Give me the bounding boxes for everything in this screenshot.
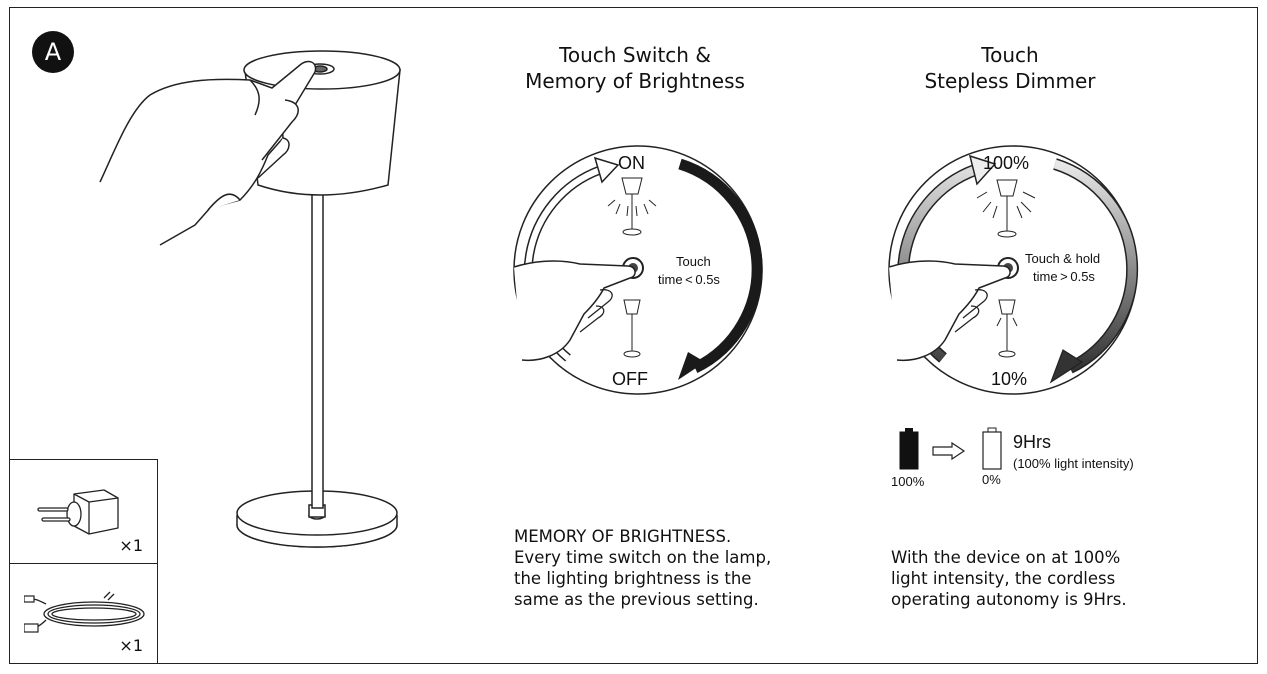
- touch-hold-note-line1: Touch & hold: [1025, 251, 1100, 266]
- arrow-right-icon: [932, 442, 966, 460]
- lamp-bright-icon: [976, 179, 1036, 238]
- lamp-illustration: [99, 50, 401, 548]
- lamp-dim-icon: [996, 299, 1018, 358]
- lamp-off-icon: [623, 299, 641, 358]
- battery-full-icon: [899, 428, 919, 470]
- label-max: 100%: [983, 153, 1029, 173]
- touch-note-line2: time < 0.5s: [658, 272, 720, 287]
- touch-note-line1: Touch: [676, 254, 711, 269]
- touch-switch-title: Touch Switch & Memory of Brightness: [525, 43, 745, 93]
- usb-cable-icon: [24, 591, 145, 633]
- accessory-adapter: ×1: [9, 459, 158, 564]
- touch-switch-dial: ON OFF Touch time < 0.5s: [513, 145, 763, 395]
- battery-full-label: 100%: [891, 474, 925, 489]
- instruction-panel: [9, 7, 1258, 664]
- battery-hours: 9Hrs: [1013, 432, 1052, 452]
- dimmer-title: Touch Stepless Dimmer: [924, 43, 1096, 93]
- dimmer-dial: 100% 10% Touch & hold time > 0.5s: [888, 145, 1139, 395]
- label-min: 10%: [991, 369, 1027, 389]
- battery-intensity-note: (100% light intensity): [1013, 456, 1134, 471]
- accessory-adapter-qty: ×1: [119, 536, 143, 555]
- rotation-arrow-right: [678, 158, 763, 373]
- label-on: ON: [618, 153, 645, 173]
- battery-empty-label: 0%: [982, 472, 1001, 487]
- memory-description: MEMORY OF BRIGHTNESS. Every time switch …: [514, 527, 772, 609]
- power-adapter-icon: [37, 489, 119, 535]
- hand-icon: [513, 260, 636, 362]
- label-off: OFF: [612, 369, 648, 389]
- accessory-cable: ×1: [9, 563, 158, 664]
- step-badge: A: [32, 31, 74, 73]
- hand-hold-icon: [888, 260, 1011, 362]
- touch-hold-note-line2: time > 0.5s: [1033, 269, 1095, 284]
- autonomy-description: With the device on at 100% light intensi…: [891, 548, 1127, 609]
- lamp-on-icon: [607, 177, 657, 236]
- accessory-cable-qty: ×1: [119, 636, 143, 655]
- battery-empty-icon: [982, 427, 1002, 470]
